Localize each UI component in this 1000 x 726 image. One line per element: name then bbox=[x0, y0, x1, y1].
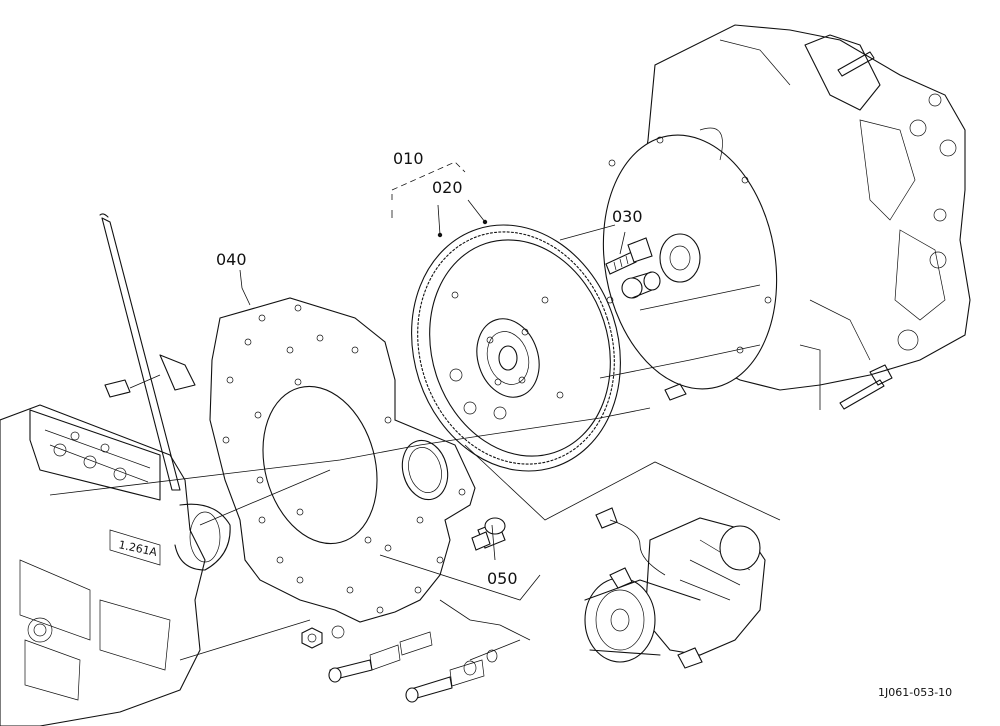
plug-050 bbox=[471, 517, 506, 551]
part-labels: 010 020 030 040 050 bbox=[216, 149, 643, 588]
adapter-plate-040 bbox=[209, 297, 476, 623]
flywheel-020 bbox=[411, 224, 621, 472]
starter-motor bbox=[584, 507, 766, 669]
label-010: 010 bbox=[393, 149, 424, 168]
label-020: 020 bbox=[432, 178, 463, 197]
label-040: 040 bbox=[216, 250, 247, 269]
engine-block: 1.261A bbox=[0, 404, 231, 726]
dipstick bbox=[99, 213, 196, 491]
engine-block-marking: 1.261A bbox=[117, 538, 158, 559]
leader-lines bbox=[49, 161, 781, 661]
spline-coupling bbox=[621, 233, 701, 401]
bolt-030 bbox=[605, 237, 653, 275]
label-050: 050 bbox=[487, 569, 518, 588]
fastener-set bbox=[301, 625, 498, 703]
label-030: 030 bbox=[612, 207, 643, 226]
figure-code: 1J061-053-10 bbox=[878, 686, 952, 699]
